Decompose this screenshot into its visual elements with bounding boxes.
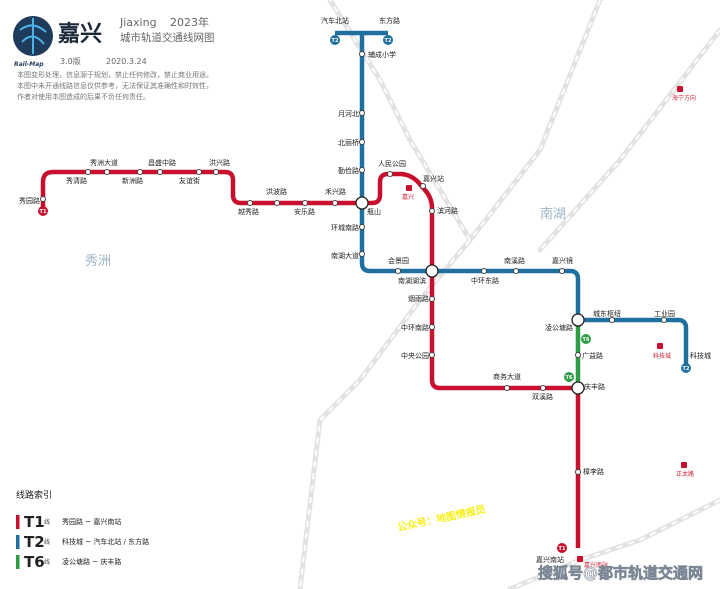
- badge-t1-west: T1: [40, 209, 47, 215]
- station-jiaxingyu: 嘉兴镜: [552, 256, 573, 265]
- station-qinjian: 勤俭路: [338, 166, 359, 175]
- station-nanhu-ave: 南湖大道: [331, 251, 359, 260]
- legend-t1-route: 秀园路 ~ 嘉兴南站: [62, 517, 121, 526]
- legend-heading: 线路索引: [16, 489, 52, 501]
- badge-t2-north-a: T2: [332, 38, 339, 44]
- train-icon-jiaxing: [406, 185, 412, 191]
- page-title: 嘉兴: [58, 22, 102, 47]
- stations-layer: [40, 51, 667, 475]
- disclaimer-line-2: 本图中未开通线路信息仅供参考，无法保证其准确性和时效性，: [17, 81, 213, 90]
- badge-t2-north-b: T2: [385, 38, 392, 44]
- interchange-layer: [355, 196, 585, 395]
- area-label-xiuzhou: 秀洲: [85, 254, 111, 269]
- station-dongfang: 东方路: [379, 16, 400, 25]
- badge-t6-south: T6: [566, 375, 573, 381]
- train-icon-jiaxing-south: [577, 556, 583, 562]
- station-jiaxing: 嘉兴站: [423, 174, 444, 183]
- station-xincheng: 新洲路: [122, 176, 143, 185]
- badge-t6-north: T6: [583, 337, 590, 343]
- legend-t2-suffix: 线: [44, 538, 50, 546]
- station-yannan: 烟雨路: [408, 294, 429, 303]
- station-yuehe-north: 月河北: [338, 110, 359, 118]
- logo-text: Rail-Map: [14, 61, 44, 68]
- station-nanxi: 南溪路: [504, 256, 525, 265]
- station-dongjiao-hub: 城东枢纽: [593, 309, 621, 318]
- station-renmin-park: 人民公园: [378, 160, 406, 168]
- station-hongxing: 洪兴路: [209, 158, 230, 167]
- station-xiuyuan: 秀园路: [19, 196, 40, 205]
- station-zhonghuan-south: 中环南路: [401, 323, 429, 332]
- station-anle: 安乐路: [294, 207, 315, 216]
- station-youyi: 友谊街: [179, 176, 200, 185]
- legend-t6-route: 凌公塘路 ~ 庆丰路: [62, 557, 121, 566]
- legend-t6-id: T6: [24, 553, 45, 571]
- rail-label-jiaxing: 嘉兴: [402, 193, 414, 201]
- rail-label-zhengtai: 正太路: [676, 470, 694, 478]
- terminal-badges: T1 T1 T2 T2 T2 T6 T6: [38, 35, 691, 553]
- header: Rail-Map 嘉兴 Jiaxing 2023年 城市轨道交通线网图 3.0版…: [13, 15, 215, 101]
- title-subtitle: 城市轨道交通线网图: [120, 31, 215, 44]
- train-icon-kejicheng: [657, 343, 663, 349]
- rail-label-jiaxing-south: 嘉兴南站: [584, 561, 608, 569]
- station-changsheng: 昌盛中路: [148, 158, 176, 167]
- station-hexing: 禾兴路: [325, 187, 346, 196]
- background-railway-dash: [299, 0, 720, 589]
- legend-t2-route: 科技城 ~ 汽车北站 / 东方路: [62, 537, 149, 546]
- area-label-nanhu: 南湖: [540, 206, 566, 222]
- station-qiaoli: 樟李路: [583, 467, 604, 476]
- train-icon-haining: [677, 86, 683, 92]
- station-qingfeng: 庆丰路: [584, 382, 605, 391]
- date: 2020.3.24: [106, 57, 147, 66]
- station-guangyi: 广益路: [582, 351, 603, 360]
- station-binhe: 滨河路: [437, 206, 458, 215]
- line-t2: [335, 30, 689, 366]
- station-kejicheng: 科技城: [690, 351, 711, 360]
- disclaimer-line-1: 本图变形处理，信息源于规划，禁止任何修改，禁止商业用途。: [17, 70, 213, 79]
- watermark-sohu: 搜狐号@都市轨道交通网: [538, 564, 703, 582]
- station-gongye-yuan: 工业园: [654, 309, 675, 318]
- legend-t6-suffix: 线: [44, 558, 50, 566]
- watermark-wechat: 公众号：地图情报员: [396, 503, 487, 534]
- legend: 线路索引 T1 线 秀园路 ~ 嘉兴南站 T2 线 科技城 ~ 汽车北站 / 东…: [16, 489, 149, 571]
- title-year: 2023年: [170, 15, 209, 29]
- legend-t1-suffix: 线: [44, 518, 50, 526]
- rail-label-haining: 海宁方向: [672, 94, 696, 102]
- station-yuexiu: 越秀路: [238, 207, 259, 216]
- station-shuangxi: 双溪路: [532, 392, 553, 401]
- train-icon-zhengtai: [681, 462, 687, 468]
- station-nanhu-wetland: 南湖湖滨: [398, 276, 426, 285]
- legend-t2-id: T2: [24, 533, 45, 551]
- station-xiuzhou-ave: 秀洲大道: [90, 158, 118, 167]
- rail-station-icons: [406, 86, 687, 562]
- station-hongbo: 洪波路: [266, 187, 287, 196]
- title-latin: Jiaxing: [119, 16, 157, 29]
- station-central-park: 中央公园: [401, 351, 429, 360]
- station-xiuqing: 秀清路: [66, 176, 87, 185]
- station-huijingyuan: 会景园: [388, 256, 409, 265]
- disclaimer-line-3: 作者对使用本图造成的后果不负任何责任。: [17, 92, 150, 101]
- station-shangwu-ave: 商务大道: [493, 372, 521, 381]
- version: 3.0版: [60, 56, 81, 66]
- station-luanshan: 瓶山: [367, 207, 381, 216]
- legend-t1-id: T1: [24, 513, 45, 531]
- station-huancheng-south: 环城南路: [331, 223, 359, 232]
- station-beixiqiao: 北丽桥: [338, 138, 359, 147]
- station-qiche-north: 汽车北站: [321, 16, 349, 25]
- station-fuchengxiaoxue: 辅成小学: [368, 50, 396, 59]
- station-zhonghuan-east: 中环东路: [471, 276, 499, 285]
- line-t1: [40, 169, 581, 548]
- station-labels: 秀园路 秀清路 秀洲大道 新洲路 昌盛中路 友谊街 洪兴路 越秀路 洪波路 安乐…: [19, 16, 711, 564]
- badge-t2-east: T2: [683, 366, 690, 372]
- station-lingwai: 凌公塘路: [545, 323, 573, 332]
- rail-label-kejicheng: 科技城: [653, 352, 671, 360]
- station-jiaxing-south: 嘉兴南站: [536, 555, 564, 564]
- badge-t1-south: T1: [559, 546, 566, 552]
